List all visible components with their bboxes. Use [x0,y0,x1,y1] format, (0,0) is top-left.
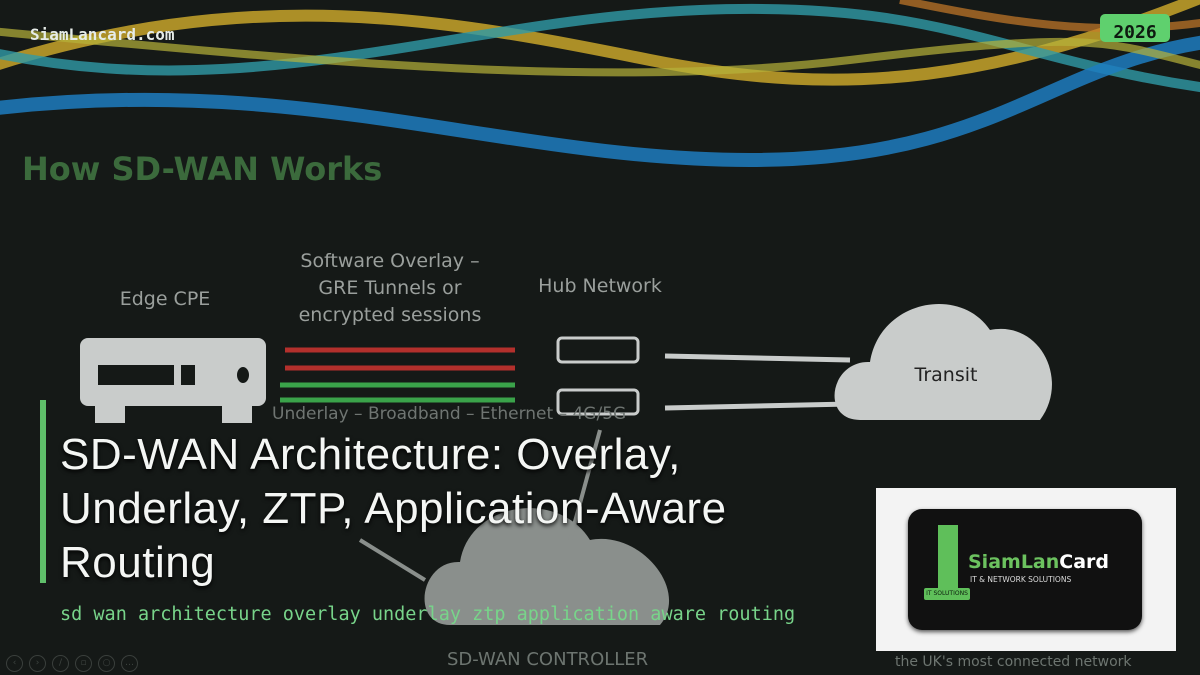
brand-logo: IT SOLUTIONS SiamLanCard IT & NETWORK SO… [876,488,1176,651]
pen-icon[interactable]: / [52,655,69,672]
footer-text: the UK's most connected network [895,654,1132,670]
edge-cpe-icon [80,338,266,423]
year-badge: 2026 [1100,14,1170,42]
transit-label: Transit [914,364,978,386]
hub-router-icons [556,336,640,416]
next-icon[interactable]: › [29,655,46,672]
site-watermark: SiamLancard.com [30,25,175,44]
zoom-icon[interactable]: ○ [98,655,115,672]
slide-heading: How SD-WAN Works [22,150,383,188]
prev-icon[interactable]: ‹ [6,655,23,672]
logo-name: SiamLanCard [968,551,1110,573]
slides-icon[interactable]: ▫ [75,655,92,672]
slide-nav-controls: ‹ › / ▫ ○ … [6,655,138,672]
logo-card: IT SOLUTIONS SiamLanCard IT & NETWORK SO… [908,509,1142,630]
article-keywords: sd wan architecture overlay underlay ztp… [60,604,796,625]
controller-cloud-icon [424,508,670,625]
logo-tagline: IT & NETWORK SOLUTIONS [970,575,1072,584]
title-accent-bar [40,400,46,583]
controller-label: SD-WAN CONTROLLER [447,649,649,670]
logo-badge: IT SOLUTIONS [924,588,970,600]
logo-pillar [938,525,958,591]
more-icon[interactable]: … [121,655,138,672]
article-title: SD-WAN Architecture: Overlay, Underlay, … [60,430,727,587]
hub-label: Hub Network [538,275,662,297]
transit-cloud-icon [834,303,1052,420]
tunnel-arrows [280,347,515,403]
overlay-label: Software Overlay – GRE Tunnels or encryp… [298,250,482,326]
underlay-label: Underlay – Broadband – Ethernet – 4G/5G [272,404,627,424]
edge-cpe-label: Edge CPE [119,288,211,310]
